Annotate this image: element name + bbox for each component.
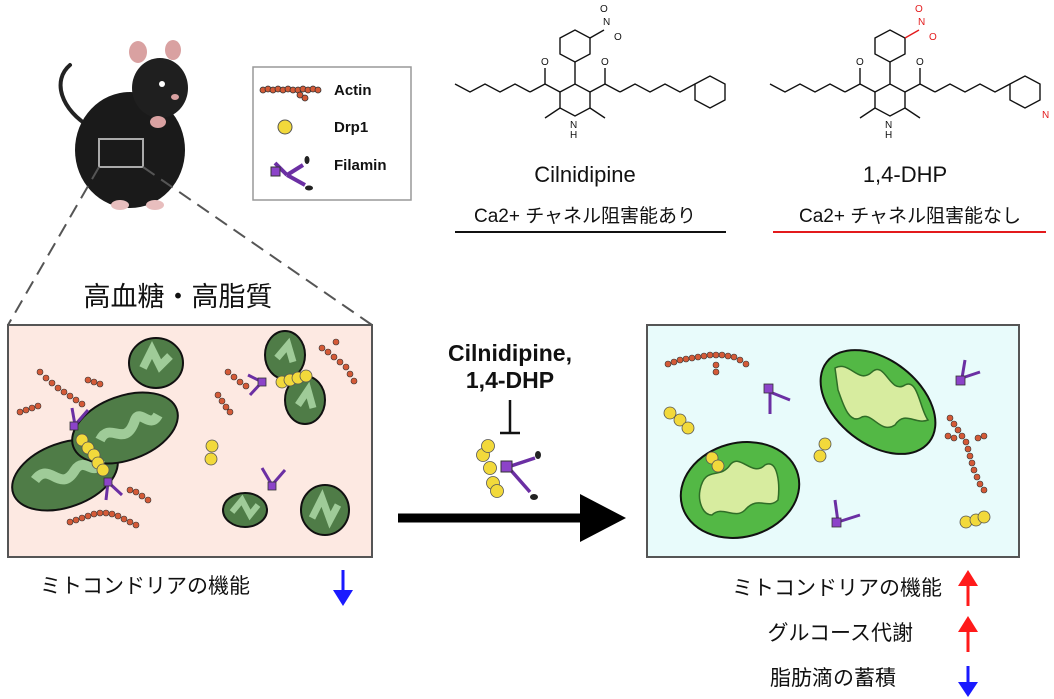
arrow-up-icon	[958, 570, 978, 606]
left-panel-title: 高血糖・高脂質	[84, 282, 273, 312]
svg-text:N: N	[603, 17, 610, 28]
svg-text:N: N	[918, 17, 925, 28]
treatment-line-1: Cilnidipine,	[448, 340, 572, 366]
cilnidipine-structure	[454, 29, 726, 119]
legend: Actin Drp1 Filamin	[252, 66, 412, 201]
mouse-foot-left	[111, 200, 129, 210]
svg-text:N: N	[1042, 110, 1049, 121]
mouse-nose	[171, 94, 179, 100]
arrow-up-icon	[958, 616, 978, 652]
compound-name-cilnidipine: Cilnidipine	[534, 162, 636, 187]
treatment-line-2: 1,4-DHP	[466, 367, 554, 393]
svg-text:N: N	[570, 120, 577, 131]
svg-text:O: O	[600, 4, 608, 15]
mitochondrion-healthy-large-1	[819, 349, 937, 455]
compound-name-dhp: 1,4-DHP	[863, 162, 947, 187]
mouse-illustration	[58, 40, 188, 210]
drp1-ring-2	[275, 369, 313, 389]
mouse-head	[132, 58, 188, 118]
zoom-line-left	[7, 166, 100, 326]
drp1-filamin-complex	[476, 439, 541, 500]
effect-label-3: 脂肪滴の蓄積	[770, 667, 896, 690]
mitochondrion-dividing-2	[264, 330, 326, 425]
legend-label-actin: Actin	[334, 82, 372, 99]
filamins-right	[763, 359, 981, 528]
svg-text:H: H	[570, 130, 577, 141]
mitochondrion-healthy-large-2	[679, 441, 801, 539]
svg-text:O: O	[929, 32, 937, 43]
mouse-eye	[159, 81, 165, 87]
actin-legend-icon	[259, 85, 322, 102]
drp1-right	[663, 406, 991, 529]
svg-text:O: O	[915, 4, 923, 15]
mouse-ear-right	[165, 40, 181, 60]
arrow-down-icon	[958, 666, 978, 697]
mouse-zoom-box	[98, 138, 144, 168]
arrow-down-icon	[333, 570, 353, 606]
mitochondrion-small-2	[222, 492, 268, 528]
svg-text:H: H	[885, 130, 892, 141]
dhp-atoms: N O O O O N H N	[856, 4, 1049, 141]
effect-label-1: ミトコンドリアの機能	[732, 577, 942, 600]
left-panel-caption: ミトコンドリアの機能	[40, 575, 250, 598]
actin-chains-left	[16, 338, 358, 529]
mitochondrion-small-1	[128, 337, 184, 389]
drp1-ring-1	[75, 433, 110, 477]
drp1-pair-left	[204, 439, 219, 466]
dhp-structure	[769, 29, 1041, 119]
mouse-ear-left	[129, 41, 147, 63]
legend-box	[252, 66, 412, 201]
legend-label-drp1: Drp1	[334, 119, 368, 136]
mouse-foot-right	[146, 200, 164, 210]
transition-arrow	[398, 494, 626, 542]
svg-text:O: O	[601, 57, 609, 68]
filamins-left	[69, 373, 287, 501]
svg-text:O: O	[614, 32, 622, 43]
filamin-legend-icon	[270, 156, 313, 191]
mitochondrion-small-3	[300, 484, 350, 536]
svg-text:N: N	[885, 120, 892, 131]
actin-chains-right	[664, 351, 988, 494]
svg-text:O: O	[541, 57, 549, 68]
inhibition-symbol	[500, 400, 520, 435]
legend-label-filamin: Filamin	[334, 157, 387, 174]
drp1-legend-icon	[277, 119, 293, 135]
svg-text:O: O	[856, 57, 864, 68]
svg-text:O: O	[916, 57, 924, 68]
mouse-paw-front	[150, 116, 166, 128]
compound-note-dhp: Ca2+ チャネル阻害能なし	[799, 205, 1021, 227]
effect-label-2: グルコース代謝	[767, 622, 913, 645]
cilnidipine-atoms: N O O O O N H	[541, 4, 622, 141]
zoom-line-right	[142, 166, 373, 326]
compound-note-cilnidipine: Ca2+ チャネル阻害能あり	[474, 205, 696, 227]
